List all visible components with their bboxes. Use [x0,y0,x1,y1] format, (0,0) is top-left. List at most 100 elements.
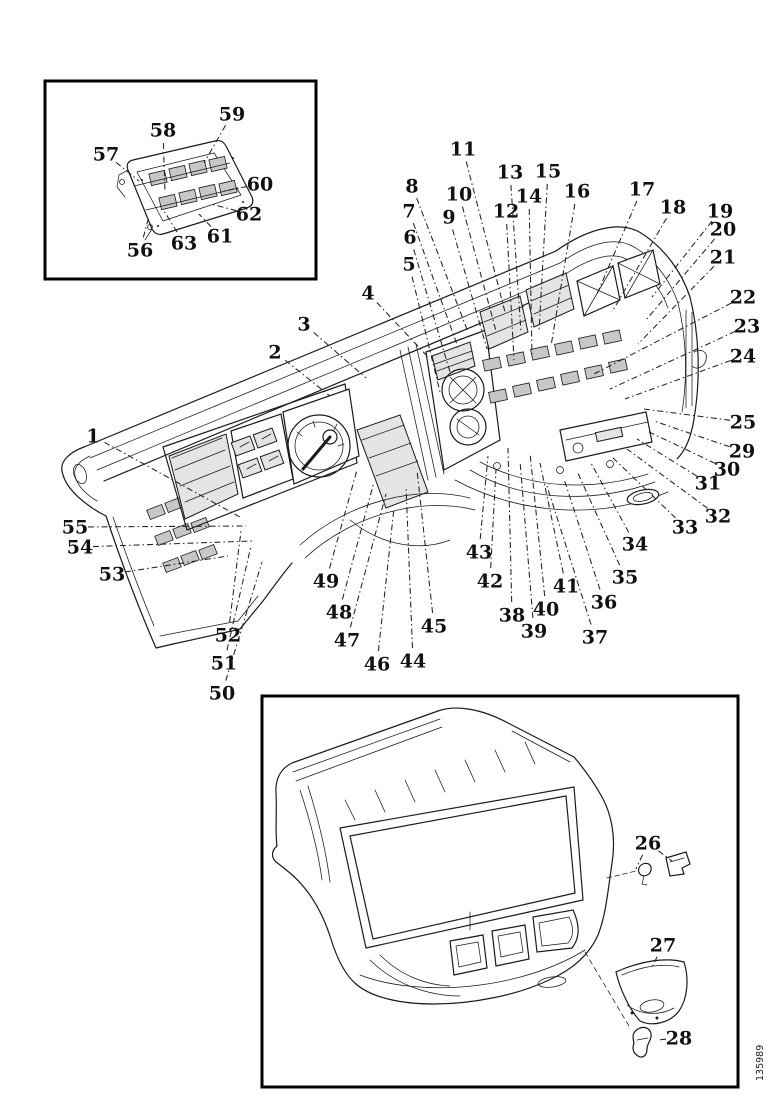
leader-line-7 [412,223,460,351]
leader-line-13 [510,184,522,333]
callout-22: 22 [730,287,756,309]
callout-62: 62 [236,204,262,226]
instrument-cluster [162,383,360,531]
callout-5: 5 [402,254,415,276]
top-inset-frame [43,79,318,281]
callout-45: 45 [421,616,447,638]
callout-48: 48 [326,602,352,624]
leader-line-54 [92,540,253,548]
leader-line-34 [590,462,630,533]
leader-line-5 [411,276,441,393]
callout-8: 8 [405,176,418,198]
leader-line-27 [651,956,658,968]
callout-42: 42 [477,571,503,593]
callout-1: 1 [86,426,99,448]
callout-47: 47 [334,630,360,652]
callout-20: 20 [710,219,736,241]
leader-line-1 [104,441,241,518]
leader-line-11 [465,161,506,313]
leader-line-60 [223,185,248,192]
callout-31: 31 [695,473,721,495]
callout-54: 54 [67,537,93,559]
leader-line-9 [452,229,488,350]
leader-line-56 [142,215,150,238]
bottom-inset: 26 27 28 [260,694,740,1089]
callout-58: 58 [150,120,176,142]
leader-line-47 [349,493,387,628]
dash-top-edge [83,250,557,448]
leader-line-43 [479,455,489,540]
round-vent-upper [441,368,485,412]
callout-35: 35 [612,567,638,589]
callout-60: 60 [247,174,273,196]
leader-line-36 [563,478,601,590]
callout-27: 27 [650,935,676,957]
leader-line-38 [507,447,513,603]
leader-line-51 [226,545,252,651]
leader-line-17 [596,200,638,295]
callout-23: 23 [734,316,760,338]
leader-line-19 [651,220,713,298]
callout-50: 50 [209,683,235,705]
callout-46: 46 [364,654,390,676]
callout-32: 32 [705,506,731,528]
callout-7: 7 [402,201,415,223]
leader-line-20 [645,238,716,321]
callout-15: 15 [535,161,561,183]
leader-line-23 [609,330,736,390]
leader-line-3 [313,332,367,379]
leader-line-57 [115,161,140,182]
callout-13: 13 [497,162,523,184]
leader-line-46 [377,507,395,652]
leader-line-41 [539,462,564,574]
callout-4: 4 [361,283,374,305]
leader-line-62 [210,203,237,212]
part-26-illustration [606,851,691,886]
callout-30: 30 [714,459,740,481]
callout-55: 55 [62,517,88,539]
callout-21: 21 [710,247,736,269]
callout-33: 33 [672,517,698,539]
leader-line-40 [529,452,546,597]
part-28-illustration [584,951,652,1058]
callout-26: 26 [635,833,661,855]
callout-51: 51 [211,653,237,675]
center-stack [399,329,501,481]
leader-line-16 [550,203,576,347]
leader-line-14 [528,208,533,357]
switch-panel-part-illustration [116,139,254,241]
callout-43: 43 [466,542,492,564]
leader-line-52 [229,530,242,623]
leader-line-30 [646,430,716,464]
callout-11: 11 [450,139,476,161]
callout-44: 44 [400,651,426,673]
callout-6: 6 [403,227,416,249]
callout-24: 24 [730,346,756,368]
leader-line-55 [87,525,247,528]
leader-line-31 [636,438,698,477]
leader-line-21 [637,265,715,345]
callout-16: 16 [564,181,590,203]
leader-line-49 [328,469,358,569]
leader-line-45 [416,469,434,614]
knee-panel [105,515,293,649]
callout-3: 3 [297,314,310,336]
callout-28: 28 [666,1028,692,1050]
bottom-inset-frame [260,694,740,1089]
leader-line-39 [519,460,534,619]
callout-39: 39 [521,621,547,643]
leader-line-33 [610,455,676,519]
leader-line-32 [626,448,708,509]
callout-52: 52 [215,625,241,647]
leader-line-44 [405,485,414,649]
callout-53: 53 [99,564,125,586]
leader-line-28 [656,1038,667,1041]
leader-line-59 [203,125,227,164]
leader-line-2 [284,359,331,397]
leader-line-8 [416,197,469,333]
callout-61: 61 [207,226,233,248]
callout-10: 10 [446,184,472,206]
